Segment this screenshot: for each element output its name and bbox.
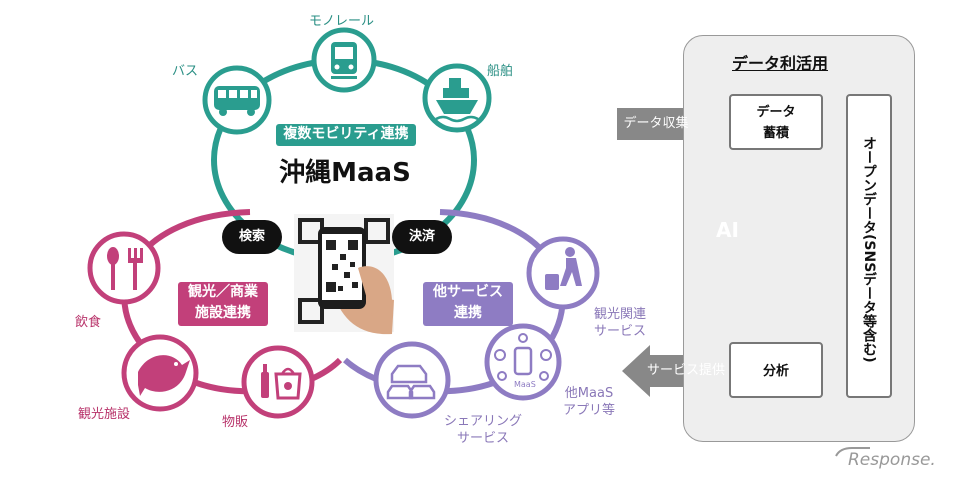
- tourism-commerce-line1: 観光／商業: [188, 284, 258, 300]
- other-services-label: 他サービス 連携: [423, 282, 513, 326]
- label-ship: 船舶: [487, 64, 514, 79]
- dolphin-icon: [121, 334, 199, 412]
- other-services-line1: 他サービス: [433, 284, 503, 300]
- label-sharing-line2: サービス: [457, 431, 510, 446]
- label-sharing: シェアリング サービス: [444, 413, 522, 447]
- traveler-icon: [526, 236, 600, 310]
- other-services-line2: 連携: [454, 305, 482, 321]
- open-data-text: オープンデータ(SNSデータ等含む): [861, 135, 877, 363]
- label-monorail: モノレール: [309, 14, 375, 29]
- qr-phone-image: [294, 214, 394, 335]
- response-watermark: Response.: [848, 450, 936, 470]
- analysis-box: 分析: [729, 342, 823, 398]
- service-provide-label: サービス提供: [646, 363, 725, 378]
- data-collect-label: データ収集: [623, 116, 689, 131]
- label-bus: バス: [172, 64, 199, 79]
- label-tourism-line1: 観光関連: [594, 307, 647, 322]
- ship-icon: [422, 63, 492, 133]
- label-sharing-line1: シェアリング: [444, 414, 523, 429]
- data-store-box: データ 蓄積: [729, 94, 823, 150]
- data-utilization-title: データ利活用: [732, 54, 829, 73]
- label-facility: 観光施設: [78, 407, 131, 422]
- payment-bubble: 決済: [392, 220, 452, 254]
- label-tourism-services: 観光関連 サービス: [594, 306, 646, 340]
- utensils-icon: [87, 231, 161, 305]
- multi-mobility-label: 複数モビリティ連携: [276, 124, 416, 146]
- label-other-maas: 他MaaS アプリ等: [563, 385, 615, 419]
- label-food: 飲食: [75, 315, 102, 330]
- car-sharing-icon: [373, 341, 451, 419]
- monorail-icon: [311, 27, 377, 93]
- shopping-icon: [241, 345, 315, 419]
- maas-apps-icon: [484, 323, 562, 401]
- tourism-commerce-line2: 施設連携: [195, 305, 251, 321]
- label-other-maas-line2: アプリ等: [563, 403, 616, 418]
- label-other-maas-line1: 他MaaS: [564, 386, 614, 401]
- ai-label: AI: [716, 218, 739, 242]
- data-store-line2: 蓄積: [762, 126, 789, 141]
- maas-icon-text: MaaS: [514, 380, 536, 389]
- watermark-swoosh: [835, 447, 870, 457]
- data-store-line1: データ: [756, 105, 796, 120]
- label-tourism-line2: サービス: [594, 324, 647, 339]
- okinawa-maas-title: 沖縄MaaS: [279, 158, 411, 188]
- open-data-box: オープンデータ(SNSデータ等含む): [846, 94, 892, 398]
- label-retail: 物販: [222, 415, 249, 430]
- bus-icon: [202, 65, 272, 135]
- search-bubble: 検索: [222, 220, 282, 254]
- tourism-commerce-label: 観光／商業 施設連携: [178, 282, 268, 326]
